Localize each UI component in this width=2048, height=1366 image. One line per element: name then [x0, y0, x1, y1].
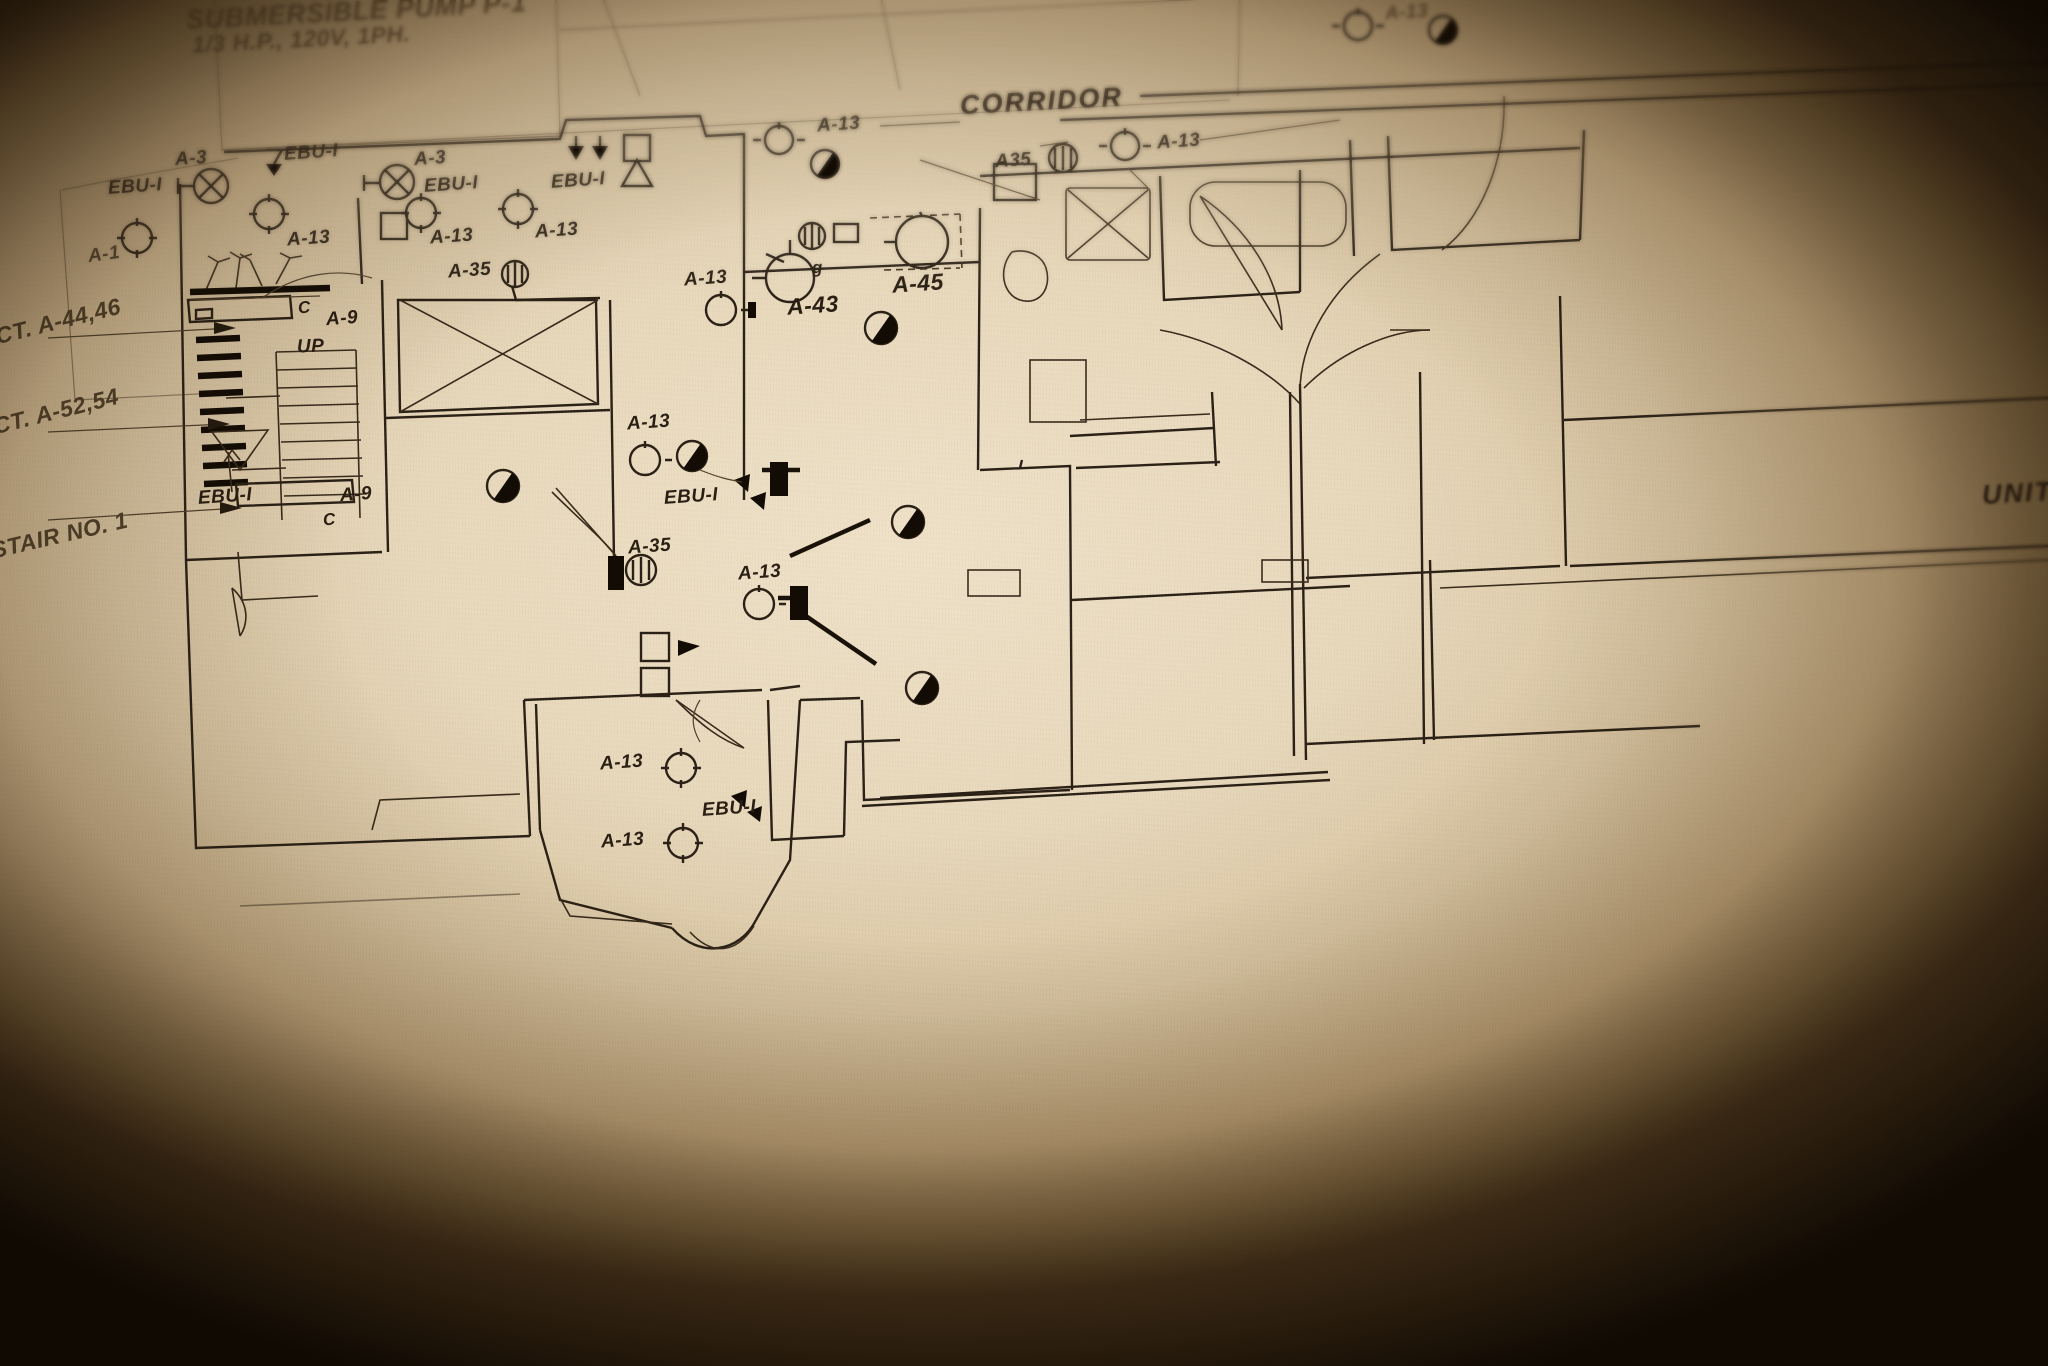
photo-grain-overlay	[0, 0, 2048, 1366]
blueprint-photo: SUBMERSIBLE PUMP P-1 1/3 H.P., 120V, 1PH…	[0, 0, 2048, 1366]
